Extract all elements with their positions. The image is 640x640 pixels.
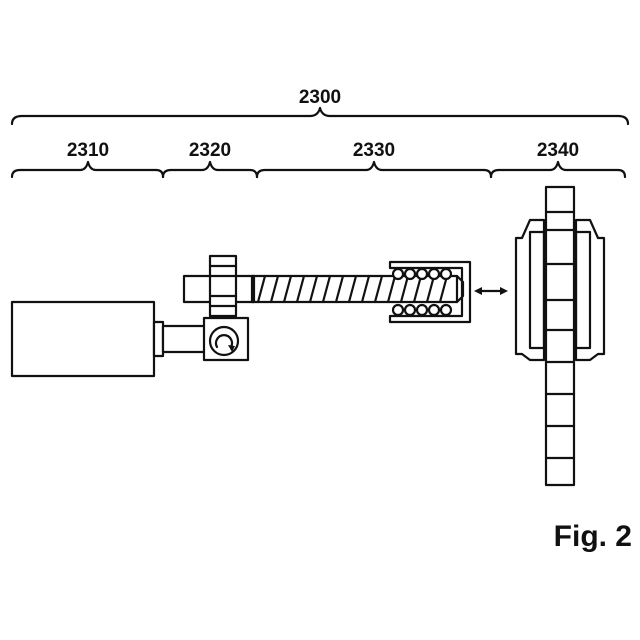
nut-ball bbox=[429, 269, 439, 279]
nut-ball bbox=[429, 305, 439, 315]
nut-ball bbox=[441, 269, 451, 279]
nut-ball bbox=[417, 269, 427, 279]
label-2310: 2310 bbox=[67, 140, 109, 161]
nut-ball bbox=[393, 269, 403, 279]
motor-shaft-collar bbox=[154, 322, 163, 356]
screw-thread bbox=[258, 276, 447, 302]
brace-2300 bbox=[12, 108, 628, 124]
arrowhead-right bbox=[500, 287, 508, 295]
nut-ball bbox=[405, 269, 415, 279]
label-2330: 2330 bbox=[353, 140, 395, 161]
nut-ball bbox=[393, 305, 403, 315]
brace-2310 bbox=[12, 162, 163, 177]
label-2320: 2320 bbox=[189, 140, 231, 161]
brace-2320 bbox=[163, 162, 257, 177]
figure-label: Fig. 2 bbox=[554, 520, 632, 553]
motor-body bbox=[12, 302, 154, 376]
label-2300: 2300 bbox=[299, 87, 341, 108]
nut-ball bbox=[405, 305, 415, 315]
arrowhead-left bbox=[474, 287, 482, 295]
label-2340: 2340 bbox=[537, 140, 579, 161]
nut-ball bbox=[417, 305, 427, 315]
worm-gear-icon bbox=[210, 327, 238, 355]
brace-2330 bbox=[257, 162, 491, 177]
brake-disc bbox=[546, 187, 574, 485]
nut-ball bbox=[441, 305, 451, 315]
brace-2340 bbox=[491, 162, 625, 177]
